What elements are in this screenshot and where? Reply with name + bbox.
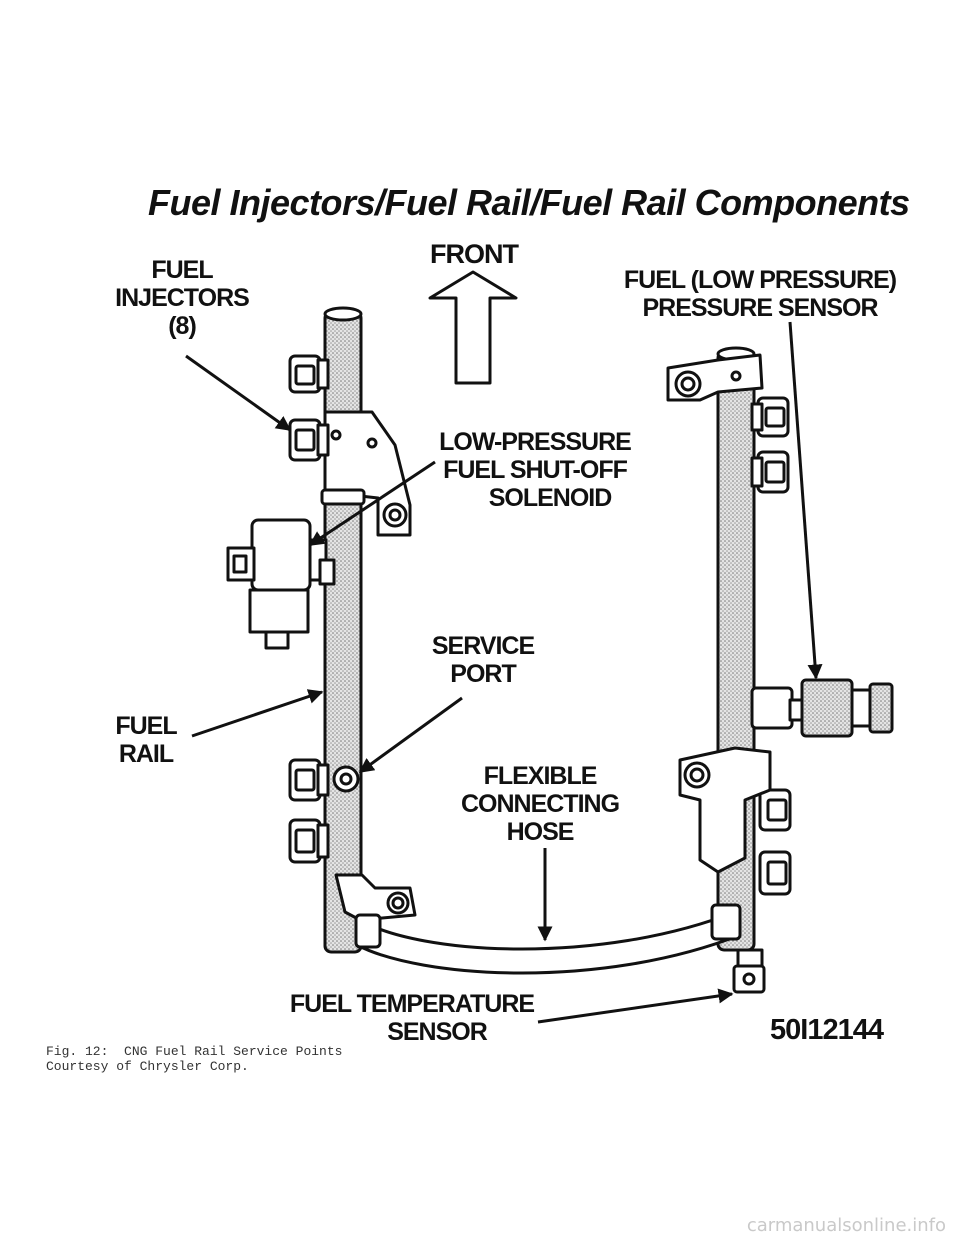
shutoff-solenoid bbox=[226, 518, 336, 650]
left-injector-1 bbox=[288, 354, 330, 394]
left-injector-3 bbox=[288, 758, 330, 802]
leader-service-port bbox=[358, 696, 463, 774]
right-injector-3 bbox=[758, 788, 792, 832]
label-service-port: SERVICE PORT bbox=[431, 632, 535, 688]
leader-temperature-sensor bbox=[537, 988, 734, 1024]
label-fuel-injectors: FUEL INJECTORS (8) bbox=[115, 256, 250, 340]
leader-fuel-injectors bbox=[185, 354, 292, 432]
right-injector-4 bbox=[758, 850, 792, 896]
label-fuel-rail: FUEL RAIL bbox=[115, 712, 177, 768]
label-flexible-hose: FLEXIBLE CONNECTING HOSE bbox=[460, 762, 620, 846]
label-front: FRONT bbox=[430, 239, 519, 269]
temperature-sensor bbox=[732, 948, 766, 994]
watermark: carmanualsonline.info bbox=[746, 1215, 946, 1236]
caption-line-2: Courtesy of Chrysler Corp. bbox=[46, 1059, 249, 1074]
leader-pressure-sensor bbox=[788, 321, 823, 680]
flexible-hose bbox=[355, 910, 742, 975]
front-arrow bbox=[428, 270, 518, 385]
left-fuel-rail bbox=[323, 310, 363, 954]
label-pressure-sensor: FUEL (LOW PRESSURE) PRESSURE SENSOR bbox=[623, 266, 897, 322]
figure-id: 50I12144 bbox=[770, 1014, 884, 1046]
label-temperature-sensor: FUEL TEMPERATURE SENSOR bbox=[289, 990, 535, 1046]
label-shutoff-solenoid: LOW-PRESSURE FUEL SHUT-OFF SOLENOID bbox=[439, 428, 632, 512]
pressure-sensor bbox=[750, 678, 894, 738]
left-injector-4 bbox=[288, 818, 330, 864]
right-injector-2 bbox=[750, 450, 790, 494]
leader-shutoff-solenoid bbox=[308, 460, 436, 547]
diagram-title: Fuel Injectors/Fuel Rail/Fuel Rail Compo… bbox=[148, 182, 910, 223]
left-injector-2 bbox=[288, 418, 330, 462]
caption-line-1: Fig. 12: CNG Fuel Rail Service Points bbox=[46, 1044, 343, 1059]
leader-fuel-rail bbox=[191, 689, 324, 738]
right-injector-1 bbox=[750, 396, 790, 438]
